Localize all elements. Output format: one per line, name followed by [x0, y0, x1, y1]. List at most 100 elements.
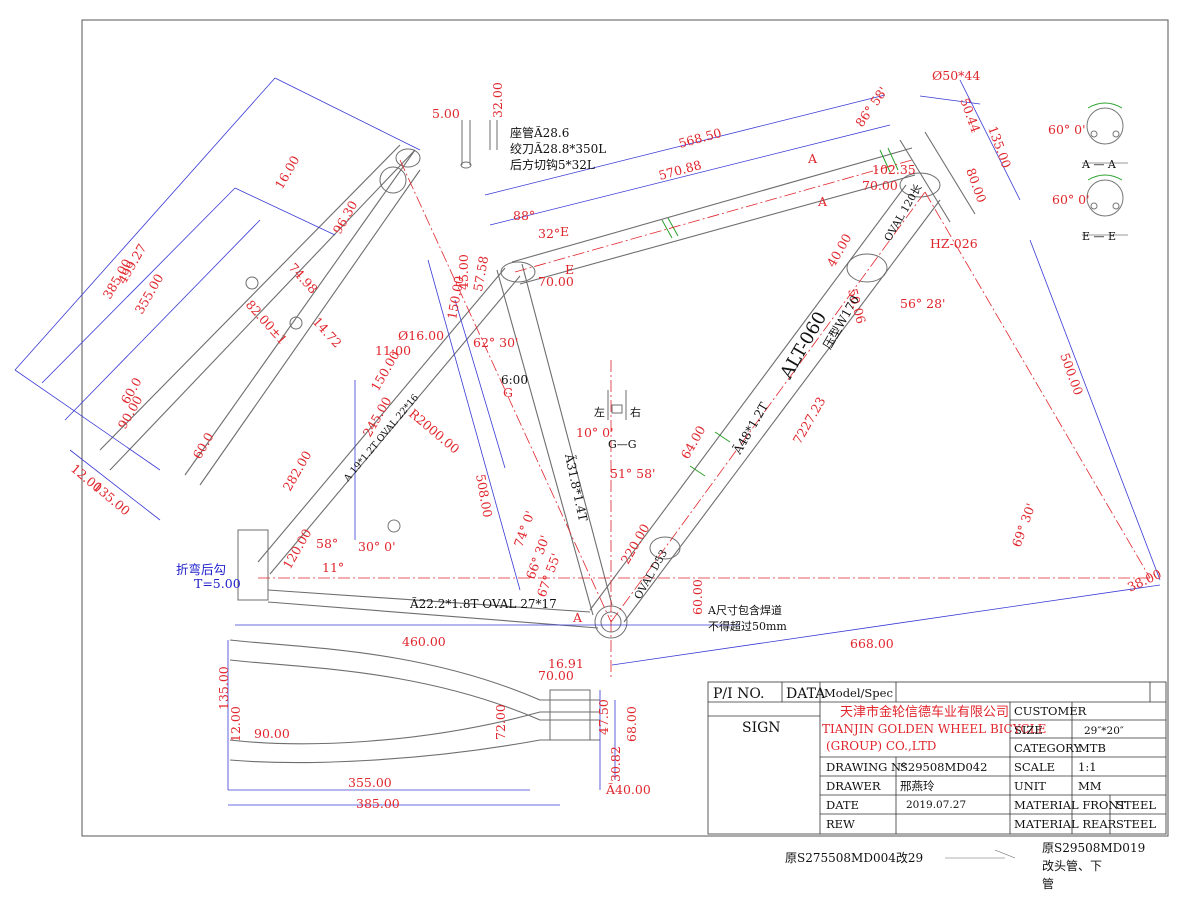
note-gg: G—G [608, 438, 637, 451]
note-weld-1: A尺寸包含焊道 [707, 603, 782, 617]
angle-740: 74° 0' [511, 509, 538, 549]
dim-4750: 47.50 [596, 699, 611, 735]
note-reamer: 绞刀Ã28.8*350L [510, 141, 606, 156]
tb-customer-label: CUSTOMER [1014, 704, 1087, 718]
oval-d53: OVAL D53 [632, 548, 670, 602]
dim-7227: 7227.23 [790, 394, 829, 446]
tb-company-en-1: TIANJIN GOLDEN WHEEL BICYCLE [822, 722, 1046, 736]
dimension-lines [14, 77, 1161, 806]
section-g: G [503, 385, 513, 400]
tb-data: DATA [786, 686, 826, 702]
note-bend-t: T=5.00 [194, 576, 241, 591]
note-seatpost: 座管Ã28.6 [510, 125, 569, 140]
dim-508: 508.00 [473, 473, 495, 519]
angle-6230: 62° 30' [473, 335, 518, 350]
down-tube-spec: Ã48*1.2T [729, 400, 771, 458]
note-rear-hook: 后方切钩5*32L [510, 157, 595, 172]
dim-5758: 57.58 [470, 255, 491, 293]
seat-tube-spec: Ã31.8*1.4T [562, 452, 591, 523]
dim-70b: 70.00 [862, 178, 898, 193]
tb-rew-label: REW [826, 817, 855, 831]
angle-88: 88° [513, 208, 535, 223]
section-marks: A A E E A G [503, 151, 828, 625]
dim-r2000: R2000.00 [406, 406, 462, 457]
drawing-border [81, 19, 1169, 837]
dim-90b: 90.00 [254, 726, 290, 741]
angle-6930: 69° 30' [1009, 501, 1039, 549]
notes: 座管Ã28.6 绞刀Ã28.8*350L 后方切钩5*32L 折弯后勾 T=5.… [176, 125, 1145, 891]
tube-labels: ALT-060 压型W170 Ã48*1.2T Ã31.8*1.4T Ã22.2… [341, 182, 977, 611]
dim-96: 96.30 [330, 198, 361, 237]
dim-82: 82.00±1 [243, 297, 290, 347]
tb-date-value: 2019.07.27 [906, 799, 966, 811]
title-block: P/I NO. DATA Model/Spec SIGN 天津市金轮信德车业有限… [707, 681, 1167, 835]
section-views [387, 107, 1124, 533]
dim-3082: 30.82 [608, 746, 623, 782]
angle-32: 32° [538, 226, 560, 241]
section-e-top: E [560, 224, 569, 239]
section-a-top: A [807, 151, 818, 166]
angle-600a: 60° 0' [1048, 122, 1086, 137]
dim-64: 64.00 [678, 423, 709, 462]
tb-drawer-value: 邢燕玲 [900, 779, 935, 793]
dim-72: 72.00 [493, 704, 508, 740]
dim-500: 500.00 [1057, 351, 1086, 397]
tb-size-label: SIZE [1014, 723, 1043, 737]
dim-5044: 50.44 [957, 96, 983, 135]
centerlines [258, 159, 1151, 680]
dim-1691: 16.91 [548, 656, 584, 671]
dim-50: Ø50*44 [932, 68, 980, 83]
dim-282: 282.00 [280, 448, 315, 493]
angle-5628: 56° 28' [900, 296, 945, 311]
tb-size-value: 29″*20″ [1084, 725, 1124, 737]
dim-150b: 150.00 [444, 275, 466, 321]
tb-mat-front-value: STEEL [1116, 798, 1156, 812]
dim-10235: 102.35 [872, 162, 916, 177]
dim-7498: 74.98 [286, 260, 321, 297]
tb-category-label: CATEGORY [1014, 741, 1081, 755]
tb-mat-rear-label: MATERIAL REAR [1014, 817, 1117, 831]
angle-300: 30° 0' [358, 539, 396, 554]
dim-135a: 135.00 [90, 479, 133, 519]
dim-40dia: Ã40.00 [605, 782, 651, 797]
dim-12b: 12.00 [228, 706, 243, 742]
dim-568: 568.50 [677, 125, 723, 151]
dim-135b: 135.00 [985, 124, 1014, 170]
note-aa: A — A [1081, 158, 1117, 171]
tb-sign: SIGN [742, 720, 781, 736]
angle-58: 58° [316, 536, 338, 551]
dim-355a: 355.00 [132, 271, 167, 316]
note-ee: E — E [1082, 230, 1116, 243]
dim-1100: 11:00 [375, 343, 411, 358]
dim-60c: 60.00 [690, 579, 705, 615]
dim-68: 68.00 [624, 706, 639, 742]
note-bend-hook: 折弯后勾 [176, 562, 226, 577]
note-right: 右 [630, 405, 641, 419]
tb-drawer-label: DRAWER [826, 779, 881, 793]
tb-model-spec: Model/Spec [824, 686, 893, 700]
dim-135c: 135.00 [216, 666, 231, 710]
dim-120: 120.00 [280, 526, 315, 571]
tb-scale-value: 1:1 [1078, 760, 1097, 774]
dim-355b: 355.00 [348, 775, 392, 790]
note-orig-1: 原S275508MD004改29 [785, 851, 923, 865]
angle-600b: 60° 0' [1052, 192, 1090, 207]
dim-600c: 6:00 [501, 373, 528, 387]
section-a-bottom: A [572, 610, 583, 625]
dim-16dia: Ø16.00 [398, 328, 444, 343]
dim-40: 40.00 [824, 231, 855, 270]
angle-11: 11° [322, 560, 344, 575]
frame-tubes [99, 131, 976, 764]
green-marks [661, 102, 1123, 477]
dim-38: 38.00 [1125, 566, 1164, 595]
frame-features [237, 120, 941, 741]
dim-460: 460.00 [402, 634, 446, 649]
dim-45: 45.00 [456, 254, 471, 290]
dim-70a: 70.00 [538, 274, 574, 289]
dim-70c: 70.00 [538, 668, 574, 683]
tb-drawing-no-value: S29508MD042 [900, 760, 987, 774]
note-orig-2b: 改头管、下 [1042, 858, 1102, 873]
tb-company-en-2: (GROUP) CO.,LTD [826, 739, 936, 753]
tb-scale-label: SCALE [1014, 760, 1055, 774]
